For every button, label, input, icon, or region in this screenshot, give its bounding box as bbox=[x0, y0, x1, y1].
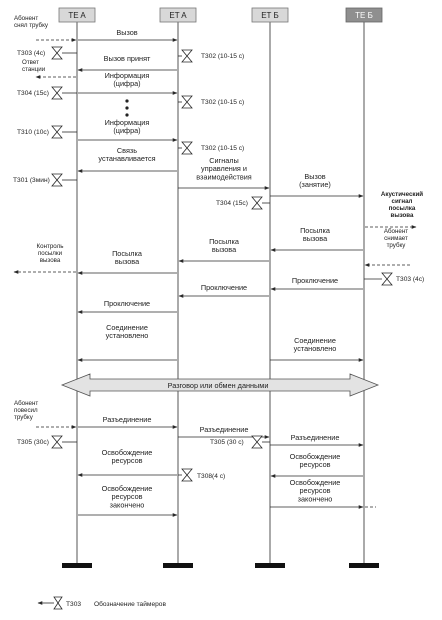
timer-icon bbox=[181, 95, 193, 109]
lifelines bbox=[76, 20, 365, 563]
entity-label-te-b: TE Б bbox=[355, 11, 373, 20]
message-labels: Вызов Вызов принят Информация(цифра) Инф… bbox=[98, 28, 340, 509]
timer-symbols bbox=[51, 46, 393, 482]
message-arrows bbox=[77, 38, 364, 517]
message-label: Информация(цифра) bbox=[105, 71, 150, 88]
timer-label: T302 (10-15 c) bbox=[201, 145, 244, 152]
timer-icon bbox=[181, 141, 193, 155]
dashed-arrows bbox=[13, 38, 417, 508]
ellipsis-dots bbox=[125, 99, 129, 117]
timer-icon bbox=[53, 596, 63, 610]
timer-label: T303 (4c) bbox=[17, 50, 45, 57]
timer-label: T302 (10-15 c) bbox=[201, 99, 244, 106]
legend: T303 Обозначение таймеров bbox=[37, 596, 166, 610]
entity-label-te-a: TE A bbox=[68, 11, 86, 20]
timer-label: T303 (4c) bbox=[396, 276, 424, 283]
legend-timer-id: T303 bbox=[66, 601, 81, 608]
timer-icon bbox=[51, 86, 63, 100]
timer-label: T304 (15c) bbox=[216, 200, 248, 207]
message-label: Вызов(занятие) bbox=[299, 172, 331, 189]
timer-label: T304 (15c) bbox=[17, 90, 49, 97]
message-label: Информация(цифра) bbox=[105, 118, 150, 135]
lifeline-terminators bbox=[62, 563, 379, 568]
conversation-band: Разговор или обмен данными bbox=[60, 373, 380, 397]
timer-icon bbox=[51, 435, 63, 449]
timer-label: T305 (30 c) bbox=[210, 439, 244, 446]
timer-icon bbox=[51, 173, 63, 187]
timer-icon bbox=[51, 46, 63, 60]
entity-header-te-b: TE Б bbox=[345, 7, 383, 23]
timer-label: T305 (30c) bbox=[17, 439, 49, 446]
timer-label: T301 (3мин) bbox=[13, 177, 50, 184]
message-label: Разъединение bbox=[200, 425, 249, 434]
timer-labels: T303 (4c) T302 (10-15 c) T304 (15c) T302… bbox=[13, 50, 424, 480]
entity-header-et-b: ET Б bbox=[251, 7, 289, 23]
conversation-label: Разговор или обмен данными bbox=[168, 381, 269, 390]
timer-icon bbox=[251, 435, 263, 449]
timer-connectors bbox=[62, 52, 382, 476]
entity-label-et-a: ET A bbox=[169, 11, 187, 20]
message-label: Проключение bbox=[201, 283, 247, 292]
message-label: Разъединение bbox=[103, 415, 152, 424]
message-label: Вызов bbox=[116, 28, 137, 37]
timer-icon bbox=[381, 272, 393, 286]
entity-header-te-a: TE A bbox=[58, 7, 96, 23]
entity-header-et-a: ET A bbox=[159, 7, 197, 23]
message-label: Вызов принят bbox=[104, 54, 151, 63]
timer-icon bbox=[181, 49, 193, 63]
timer-icon bbox=[51, 125, 63, 139]
entity-label-et-b: ET Б bbox=[261, 11, 279, 20]
message-label: Разъединение bbox=[291, 433, 340, 442]
timer-label: T302 (10-15 c) bbox=[201, 53, 244, 60]
message-label: Проключение bbox=[104, 299, 150, 308]
message-label: Проключение bbox=[292, 276, 338, 285]
timer-icon bbox=[181, 468, 193, 482]
timer-icon bbox=[251, 196, 263, 210]
legend-label: Обозначение таймеров bbox=[94, 600, 166, 608]
timer-label: T310 (10c) bbox=[17, 129, 49, 136]
timer-label: T308(4 c) bbox=[197, 473, 225, 480]
